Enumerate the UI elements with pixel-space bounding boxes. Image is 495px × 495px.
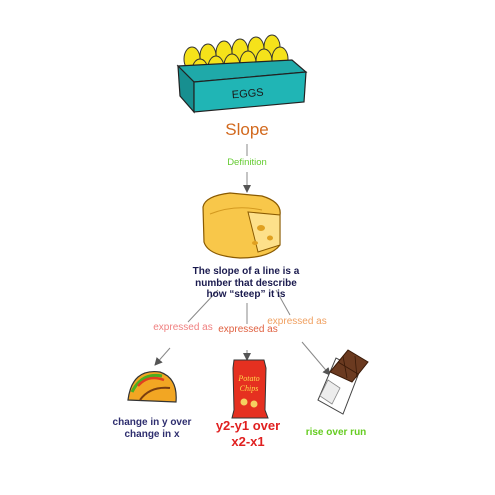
definition-text: The slope of a line is a number that des… — [192, 266, 300, 300]
leaf-formula: y2-y1 over x2-x1 — [215, 418, 281, 449]
cheese-icon — [202, 192, 281, 259]
root-concept-slope: Slope — [225, 120, 269, 139]
leaf-change-in-y-over-x: change in y over change in x — [112, 417, 192, 440]
taco-icon — [127, 370, 177, 403]
edge-label-expressed-left: expressed as — [153, 322, 213, 333]
edge-label-expressed-middle: expressed as — [218, 324, 278, 335]
svg-text:Potato: Potato — [237, 374, 259, 383]
leaf-rise-over-run: rise over run — [305, 427, 367, 438]
potato-chips-icon: Potato Chips — [231, 359, 269, 419]
egg-carton-label: EGGS — [231, 87, 264, 102]
edge-label-expressed-right: expressed as — [267, 316, 327, 327]
chocolate-bar-icon — [317, 349, 369, 415]
connector-def-right-b — [301, 341, 331, 376]
connector-def-left-b — [154, 347, 171, 366]
svg-text:Chips: Chips — [240, 384, 259, 393]
egg-carton-icon: EGGS — [176, 34, 308, 114]
connectors — [154, 144, 331, 376]
connector-def-left-a — [187, 289, 219, 323]
connector-def-right-a — [275, 289, 291, 316]
edge-label-definition: Definition — [227, 157, 267, 168]
